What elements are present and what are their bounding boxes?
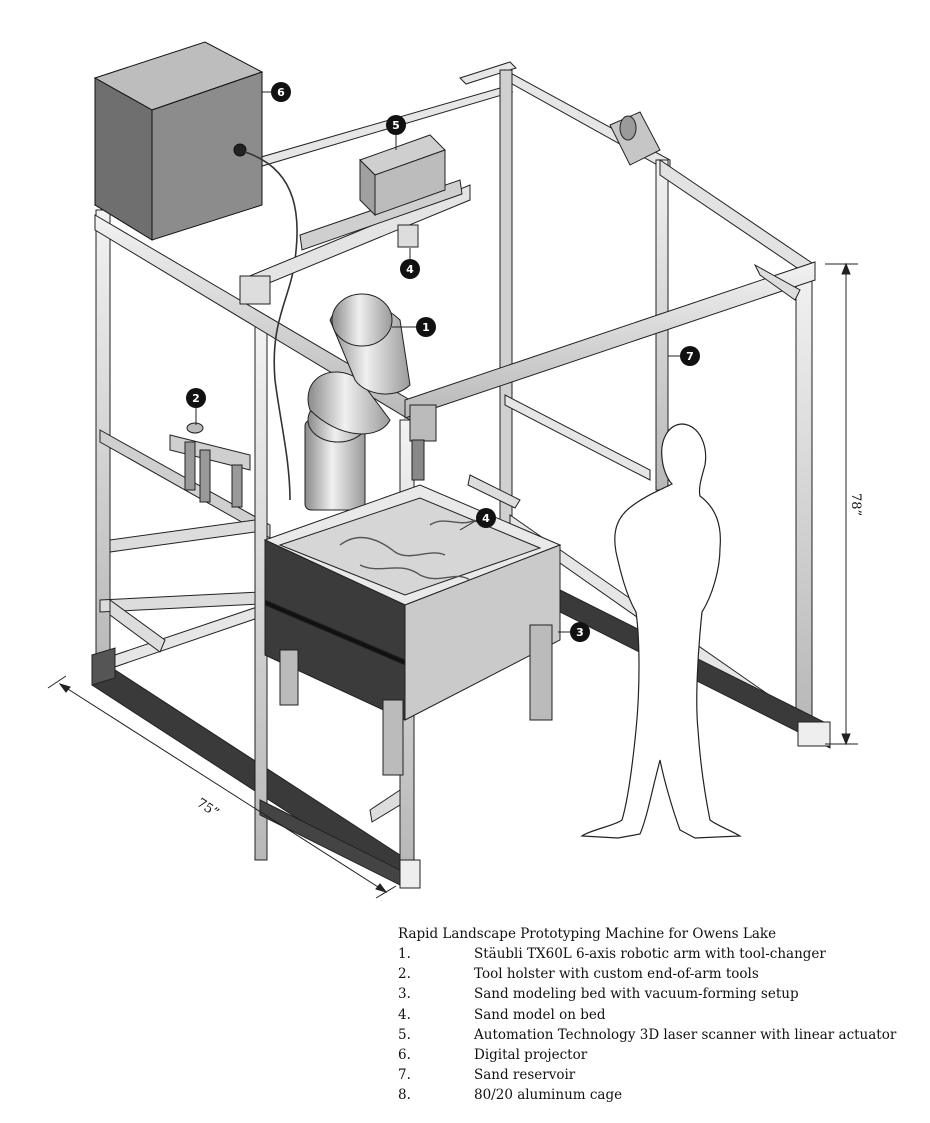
legend-item-number: 8.: [398, 1087, 411, 1104]
machine-diagram: 75” 78” 6 5 4 1 2 7 4: [47, 41, 863, 899]
svg-text:3: 3: [576, 626, 584, 639]
legend-item-text: Digital projector: [474, 1046, 588, 1063]
tool-holster: [169, 422, 251, 508]
legend-list: 1. Stäubli TX60L 6-axis robotic arm with …: [398, 944, 923, 1106]
legend-item-number: 3.: [398, 986, 411, 1003]
legend-item-text: Stäubli TX60L 6-axis robotic arm with to…: [474, 946, 826, 962]
svg-text:7: 7: [686, 350, 694, 363]
legend-item-text: Sand modeling bed with vacuum-forming se…: [474, 986, 799, 1003]
callout-5: 5: [386, 115, 406, 150]
legend-item-text: 80/20 aluminum cage: [474, 1087, 623, 1104]
legend: Rapid Landscape Prototyping Machine for …: [398, 924, 923, 1106]
callout-6: 6: [262, 82, 291, 102]
legend-item-number: 5.: [398, 1026, 411, 1043]
robotic-arm: [304, 293, 437, 511]
legend-item-number: 1.: [398, 946, 411, 962]
legend-item-text: Sand model on bed: [474, 1006, 606, 1023]
legend-item-number: 7.: [398, 1067, 411, 1084]
legend-item: 3. Sand modeling bed with vacuum-forming …: [398, 984, 923, 1004]
callout-2: 2: [186, 388, 206, 425]
svg-text:2: 2: [192, 392, 200, 405]
legend-item: 2. Tool holster with custom end-of-arm to…: [398, 964, 923, 984]
svg-text:1: 1: [422, 321, 430, 334]
legend-item: 8. 80/20 aluminum cage: [398, 1085, 923, 1105]
legend-item-text: Automation Technology 3D laser scanner w…: [474, 1026, 897, 1043]
laser-scanner: [239, 111, 661, 305]
width-label: 75”: [194, 796, 222, 821]
svg-text:4: 4: [482, 512, 490, 525]
legend-item-number: 6.: [398, 1046, 411, 1063]
legend-item: 6. Digital projector: [398, 1045, 923, 1065]
human-scale-figure: [580, 423, 743, 839]
callout-4-model: 4: [459, 508, 496, 531]
legend-item-number: 4.: [398, 1006, 411, 1023]
callout-7: 7: [668, 346, 700, 366]
height-label: 78”: [848, 493, 863, 516]
legend-item-number: 2.: [398, 966, 411, 983]
legend-item-text: Tool holster with custom end-of-arm tool…: [474, 966, 759, 983]
height-dimension: [825, 262, 858, 746]
legend-title: Rapid Landscape Prototyping Machine for …: [398, 926, 777, 942]
callout-1: 1: [392, 317, 436, 337]
callout-3: 3: [558, 622, 590, 642]
legend-item: 1. Stäubli TX60L 6-axis robotic arm with …: [398, 944, 923, 964]
legend-item-text: Sand reservoir: [474, 1067, 576, 1084]
legend-item: 4. Sand model on bed: [398, 1005, 923, 1025]
width-dimension: [47, 675, 397, 899]
legend-item: 5. Automation Technology 3D laser scanner…: [398, 1025, 923, 1045]
svg-text:4: 4: [406, 263, 414, 276]
digital-projector: [93, 41, 298, 501]
svg-text:5: 5: [392, 119, 400, 132]
callout-4-scanner: 4: [400, 248, 420, 279]
svg-text:6: 6: [277, 86, 285, 99]
sand-modeling-bed: [263, 484, 562, 776]
legend-item: 7. Sand reservoir: [398, 1065, 923, 1085]
